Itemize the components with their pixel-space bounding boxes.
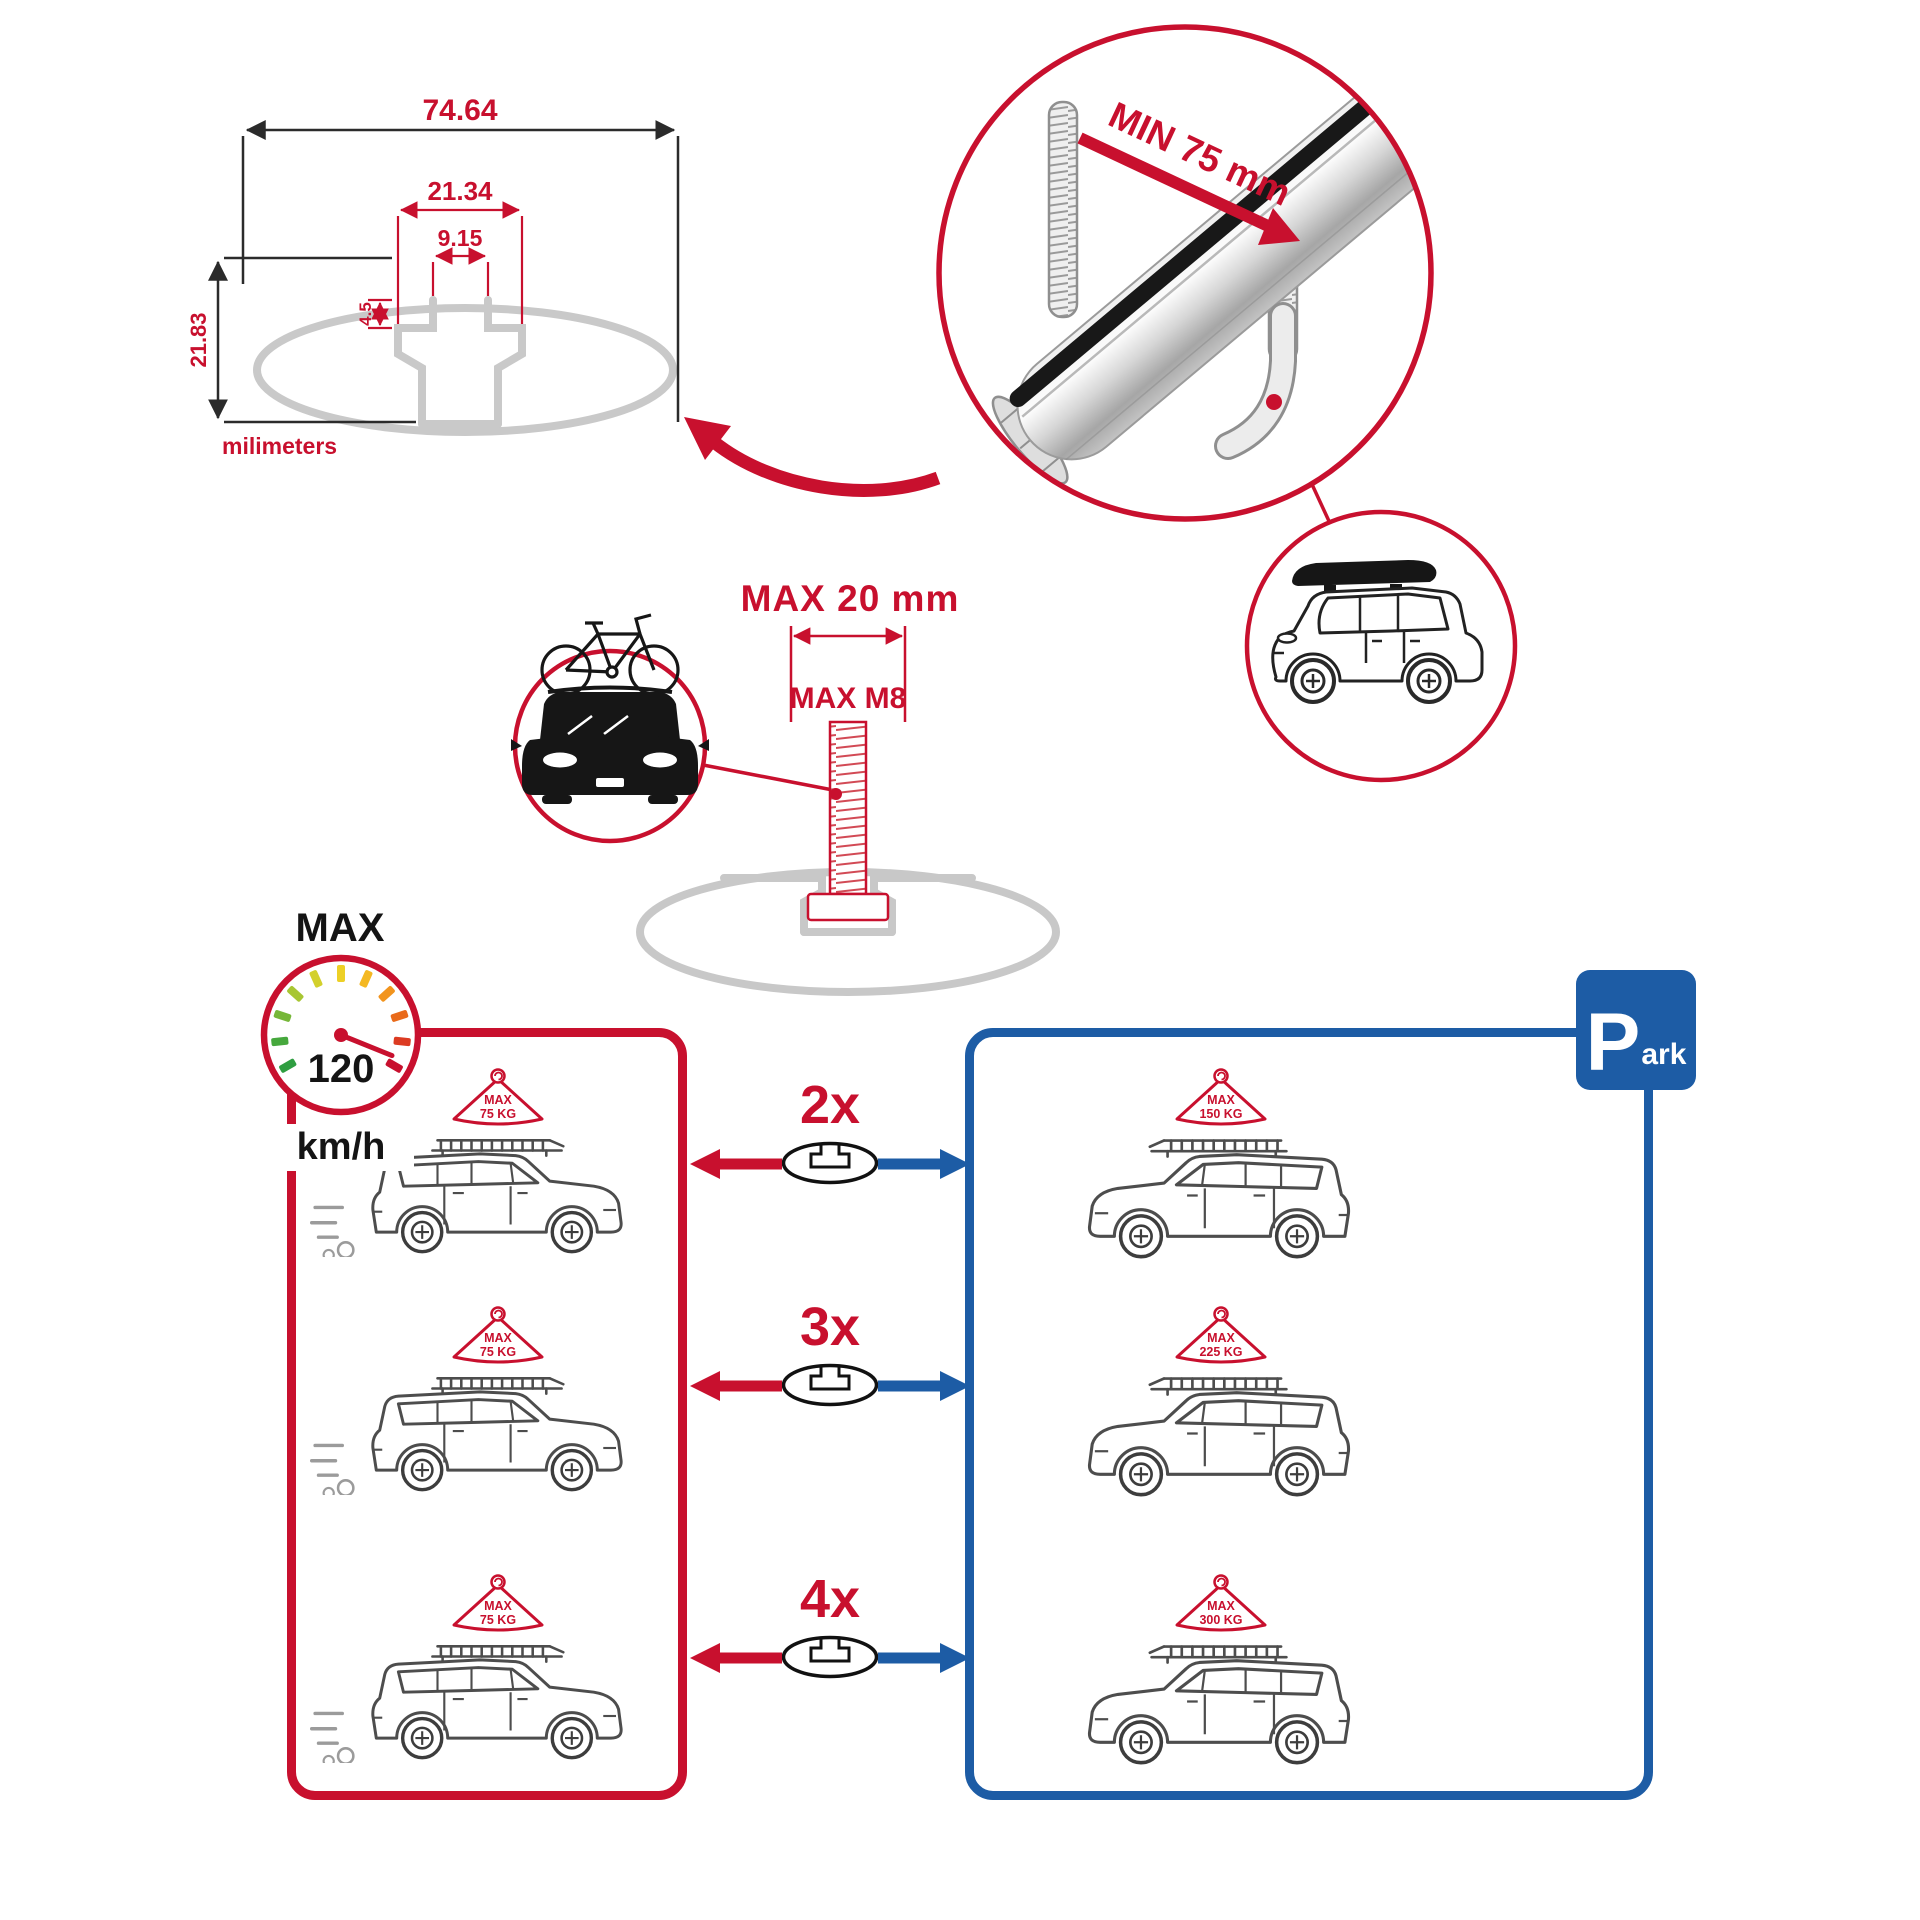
aluminum-crossbar: [991, 40, 1431, 485]
sign-max-label: MAX: [484, 1599, 512, 1613]
parked-car-illustration: [1087, 1138, 1351, 1259]
headlight: [1276, 632, 1298, 644]
gauge-ticks: [271, 965, 411, 1073]
min-span-arrow: [1077, 132, 1300, 245]
bike-callout-line: [697, 762, 839, 793]
side-mirror-left: [511, 739, 522, 751]
arrow-left-icon: [690, 1149, 782, 1179]
parked-car-illustration: [1087, 1376, 1351, 1497]
bolt-dim-lines: [789, 626, 907, 722]
parking-sign-letter: P: [1585, 997, 1641, 1089]
dim-lip-depth-value: 4.5: [356, 302, 375, 326]
callout-dot: [830, 788, 842, 800]
sign-max-label: MAX: [1207, 1093, 1235, 1107]
zoom-callout-arrowhead: [684, 417, 731, 460]
multiplier-group-4x: 4x: [690, 1572, 970, 1712]
driving-car-illustration: [310, 1376, 623, 1495]
load-limit-sign: MAX 75 KG: [446, 1305, 550, 1374]
mounting-b olt-left: [1047, 100, 1079, 319]
dim-channel-width-value: 21.34: [427, 176, 493, 206]
gauge-hub: [334, 1028, 348, 1042]
gauge-needle: [338, 1032, 395, 1059]
arrow-left-icon: [690, 1643, 782, 1673]
crossbar-profile-icon: [781, 1635, 879, 1679]
profile-dimension-diagram: 74.64 21.34 9.15 4.5 21.83 milimeters: [186, 94, 680, 459]
car-front-icon: [511, 685, 709, 804]
callout-dot: [1266, 394, 1282, 410]
suv-with-roofbox: [1271, 560, 1484, 704]
arrow-right-icon: [878, 1371, 970, 1401]
parked-car-illustration: [1087, 1644, 1351, 1765]
arrow-left-icon: [690, 1371, 782, 1401]
headlight-right: [643, 752, 677, 768]
dim-total-width-lines: [241, 120, 680, 422]
sign-weight-label: 150 KG: [1199, 1107, 1242, 1121]
crossbar-profile-icon: [781, 1363, 879, 1407]
sign-max-label: MAX: [484, 1093, 512, 1107]
sign-weight-label: 75 KG: [480, 1613, 516, 1627]
detail-circle-border: [936, 24, 1434, 522]
dim-total-height-value: 21.83: [186, 312, 211, 367]
rubber-channel-strip: [1009, 40, 1431, 408]
multiplier-label: 2x: [799, 1075, 861, 1135]
threaded-bolt: [806, 720, 890, 922]
t-nut-head: [806, 892, 890, 922]
multiplier-group-2x: 2x: [690, 1078, 970, 1218]
bolt-dimension-diagram: MAX M8: [636, 626, 1060, 996]
parking-sign-suffix: ark: [1641, 1038, 1687, 1071]
sign-max-label: MAX: [1207, 1331, 1235, 1345]
side-mirror-right: [698, 739, 709, 751]
headlight-left: [543, 752, 577, 768]
sign-weight-label: 300 KG: [1199, 1613, 1242, 1627]
dim-total-height-lines: [208, 256, 416, 424]
multiplier-label: 4x: [799, 1569, 861, 1629]
load-limit-sign: MAX 225 KG: [1169, 1305, 1273, 1374]
parking-sign: P ark: [1576, 970, 1696, 1090]
dim-slot-width-value: 9.15: [438, 225, 483, 251]
profile-cross-section: [253, 296, 677, 436]
crossbar-profile-icon: [781, 1141, 879, 1185]
arrow-right-icon: [878, 1149, 970, 1179]
sign-max-label: MAX: [1207, 1599, 1235, 1613]
multiplier-group-3x: 3x: [690, 1300, 970, 1440]
sign-weight-label: 75 KG: [480, 1345, 516, 1359]
sign-weight-label: 75 KG: [480, 1107, 516, 1121]
parking-load-panel: MAX 150 KG MAX 225 KG MAX 300 KG: [965, 1028, 1653, 1800]
dim-slot-width-lines: [431, 247, 490, 296]
multiplier-label: 3x: [799, 1297, 861, 1357]
crossbar-detail-circle: MIN 75 mm: [936, 24, 1434, 522]
load-limit-sign: MAX 300 KG: [1169, 1573, 1273, 1642]
dim-channel-width-lines: [396, 201, 524, 324]
load-limit-sign: MAX 75 KG: [446, 1573, 550, 1642]
load-limit-sign: MAX 75 KG: [446, 1067, 550, 1136]
speed-value: 120: [308, 1047, 375, 1091]
dim-total-width-value: 74.64: [422, 94, 497, 127]
zoom-callout-arrow: [709, 436, 941, 497]
bolt-thread-label: MAX M8: [790, 682, 907, 715]
sign-max-label: MAX: [484, 1331, 512, 1345]
speed-max-label: MAX: [295, 906, 385, 950]
bolt-max-width-label: MAX 20 mm: [740, 578, 960, 619]
roof-box: [1292, 560, 1437, 586]
driving-car-illustration: [310, 1644, 623, 1763]
dim-unit-label: milimeters: [222, 433, 337, 459]
dim-lip-depth-lines: [368, 298, 392, 330]
speed-limit-gauge: 120: [260, 954, 422, 1116]
suv-roofbox-circle: [1244, 509, 1518, 783]
sign-weight-label: 225 KG: [1199, 1345, 1242, 1359]
arrow-right-icon: [878, 1643, 970, 1673]
speed-unit-label: km/h: [268, 1124, 414, 1171]
load-limit-sign: MAX 150 KG: [1169, 1067, 1273, 1136]
bike-rack-circle: [511, 613, 709, 844]
